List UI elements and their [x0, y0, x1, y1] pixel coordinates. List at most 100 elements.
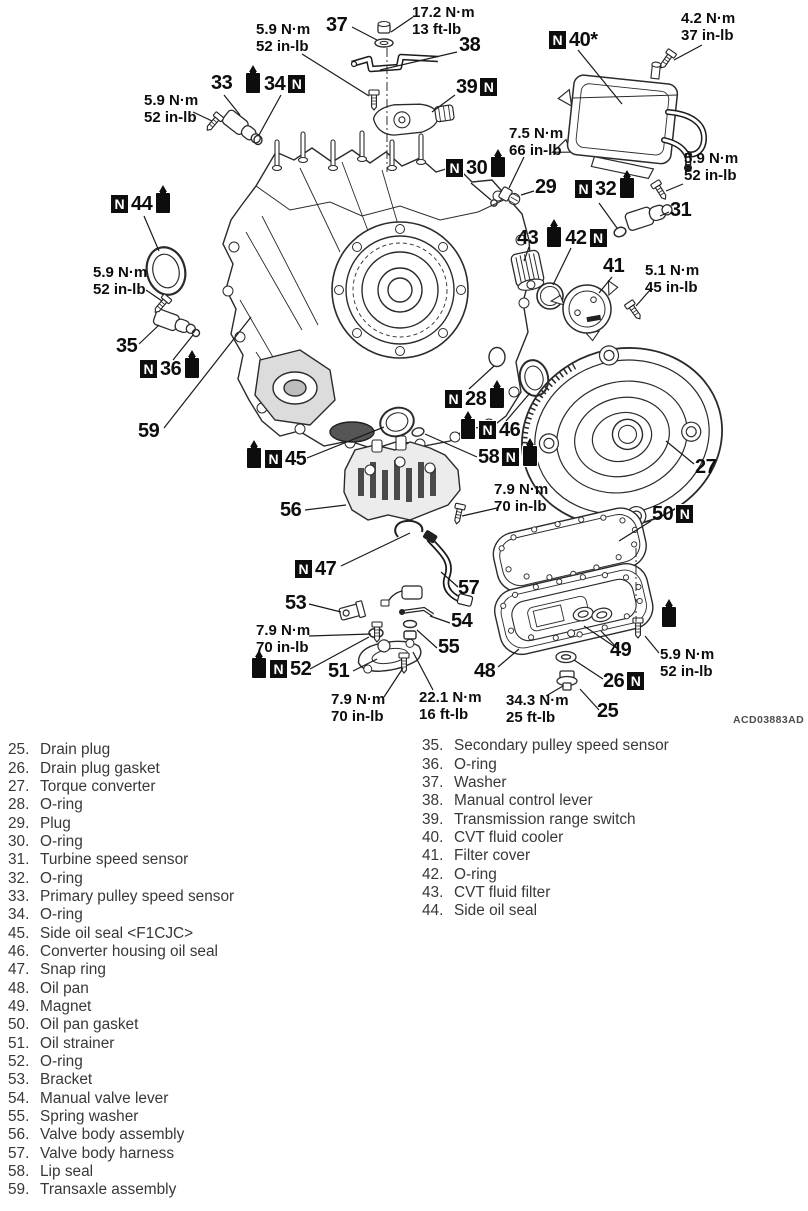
lip-seal-drawing: [411, 427, 425, 437]
callout-29: 29: [535, 176, 557, 198]
part-number: 45.: [8, 924, 30, 942]
parts-list-item: 29. Plug: [8, 814, 408, 832]
part-number: 34.: [8, 906, 30, 924]
spring-washer-drawing: [402, 619, 418, 640]
part-number: 58.: [8, 1163, 30, 1181]
part-name: Torque converter: [40, 777, 156, 795]
part-number: 33.: [8, 887, 30, 905]
secondary-pulley-speed-sensor-drawing: [152, 308, 196, 334]
new-part-icon: N: [676, 505, 694, 523]
callout-25: 25: [597, 700, 619, 722]
parts-list-item: 31. Turbine speed sensor: [8, 851, 408, 869]
part-number: 37.: [422, 773, 444, 791]
part-number: 47.: [8, 961, 30, 979]
part-number: 36.: [422, 755, 444, 773]
part-name: O-ring: [40, 796, 83, 814]
parts-list-item: 59. Transaxle assembly: [8, 1181, 408, 1199]
callout-56: 56: [280, 499, 302, 521]
part-number: 41.: [422, 847, 444, 865]
parts-list-item: 57. Valve body harness: [8, 1145, 408, 1163]
o-ring-34-drawing: [253, 134, 263, 146]
parts-list-item: 40. CVT fluid cooler: [422, 829, 802, 847]
parts-list-item: 56. Valve body assembly: [8, 1126, 408, 1144]
parts-list-item: 35. Secondary pulley speed sensor: [422, 737, 802, 755]
part-number: 53.: [8, 1071, 30, 1089]
figure-code: ACD03883AD: [733, 714, 805, 726]
new-part-icon: N: [140, 360, 157, 378]
turbine-speed-sensor-drawing: [624, 204, 673, 231]
bracket-drawing: [338, 600, 366, 621]
callout-59: 59: [138, 420, 160, 442]
snap-ring-drawing: [394, 519, 424, 538]
parts-list-item: 50. Oil pan gasket: [8, 1016, 408, 1034]
new-part-icon: N: [502, 448, 520, 466]
o-ring-28-drawing: [488, 346, 506, 368]
fluid-bottle-icon: [246, 447, 262, 469]
new-part-icon: N: [265, 450, 282, 468]
new-part-icon: N: [479, 421, 496, 439]
parts-list-item: 41. Filter cover: [422, 847, 802, 865]
o-ring-36-drawing: [191, 328, 201, 338]
part-number: 32.: [8, 869, 30, 887]
new-part-icon: N: [445, 390, 462, 408]
parts-list-item: 26. Drain plug gasket: [8, 759, 408, 777]
fluid-bottle-icon: [490, 156, 507, 178]
callout-38: 38: [459, 34, 481, 56]
new-part-icon: N: [480, 78, 498, 96]
fluid-bottle-icon: [522, 445, 539, 467]
parts-list-item: 44. Side oil seal: [422, 902, 802, 920]
parts-list-item: 36. O-ring: [422, 755, 802, 773]
fluid-bottle-icon: [245, 72, 261, 94]
parts-list-item: 34. O-ring: [8, 906, 408, 924]
part-number: 49.: [8, 997, 30, 1015]
o-ring-32-drawing: [613, 226, 627, 238]
part-name: Magnet: [40, 997, 92, 1015]
part-number: 43.: [422, 883, 444, 901]
part-name: Converter housing oil seal: [40, 942, 218, 960]
new-part-icon: N: [446, 159, 463, 177]
part-number: 54.: [8, 1089, 30, 1107]
fluid-bottle-icon: [619, 177, 636, 199]
part-name: Transmission range switch: [454, 810, 636, 828]
new-part-icon: N: [111, 195, 128, 213]
part-number: 29.: [8, 814, 30, 832]
part-name: O-ring: [454, 755, 497, 773]
part-name: Bracket: [40, 1071, 93, 1089]
part-name: Washer: [454, 773, 507, 791]
part-name: Valve body harness: [40, 1144, 175, 1162]
parts-list-item: 32. O-ring: [8, 869, 408, 887]
parts-list-item: 45. Side oil seal <F1CJC>: [8, 924, 408, 942]
part-number: 25.: [8, 741, 30, 759]
cvt-fluid-filter-drawing: [510, 249, 545, 291]
part-name: Filter cover: [454, 847, 531, 865]
part-number: 46.: [8, 942, 30, 960]
part-number: 50.: [8, 1016, 30, 1034]
part-name: CVT fluid filter: [454, 883, 551, 901]
parts-list-item: 25. Drain plug: [8, 741, 408, 759]
callout-53: 53: [285, 592, 307, 614]
new-part-icon: N: [288, 75, 306, 93]
part-name: Spring washer: [40, 1108, 139, 1126]
parts-list-item: 38. Manual control lever: [422, 792, 802, 810]
parts-list-item: 52. O-ring: [8, 1053, 408, 1071]
part-number: 28.: [8, 796, 30, 814]
part-name: Side oil seal <F1CJC>: [40, 924, 194, 942]
